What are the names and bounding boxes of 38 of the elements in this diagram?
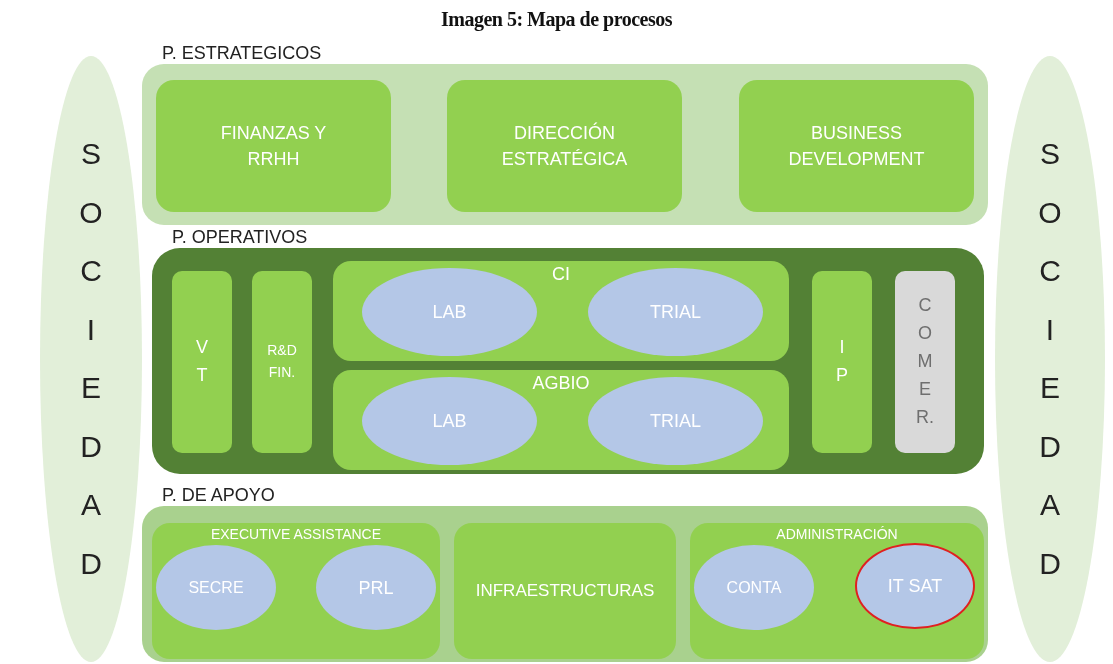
node-label: IT SAT — [886, 574, 944, 598]
node-label: INFRAESTRUCTURAS — [474, 579, 656, 602]
process-box — [454, 523, 676, 659]
node-label: DIRECCIÓN ESTRATÉGICA — [500, 121, 629, 171]
section-heading: P. DE APOYO — [162, 485, 275, 507]
process-box — [447, 80, 682, 212]
section-heading: P. ESTRATEGICOS — [162, 43, 322, 65]
node-label: FINANZAS Y RRHH — [219, 121, 328, 171]
diagram-title: Imagen 5: Mapa de procesos — [439, 8, 674, 31]
process-group — [333, 370, 789, 470]
node-label: LAB — [431, 300, 468, 324]
node-label: R&D FIN. — [267, 341, 297, 382]
node-label: EXECUTIVE ASSISTANCE — [209, 526, 383, 543]
process-group — [690, 523, 984, 659]
process-group — [333, 261, 789, 361]
section-heading: P. OPERATIVOS — [172, 227, 308, 249]
node-label: PRL — [357, 576, 395, 600]
node-label: BUSINESS DEVELOPMENT — [787, 121, 926, 171]
process-box — [739, 80, 974, 212]
node-label: TRIAL — [649, 409, 702, 433]
node-label: AGBIO — [531, 373, 591, 395]
node-label: ADMINISTRACIÓN — [775, 526, 899, 543]
process-group — [152, 523, 440, 659]
process-column — [252, 271, 312, 453]
node-label: CONTA — [725, 577, 783, 598]
node-label: C O M E R. — [916, 294, 934, 429]
node-label: S O C I E D A D — [79, 136, 103, 582]
node-label: V T — [196, 336, 208, 387]
node-label: I P — [836, 336, 848, 387]
node-label: TRIAL — [649, 300, 702, 324]
node-label: LAB — [431, 409, 468, 433]
process-box — [156, 80, 391, 212]
process-column — [172, 271, 232, 453]
node-label: CI — [551, 264, 571, 286]
node-label: SECRE — [187, 577, 245, 598]
node-label: S O C I E D A D — [1038, 136, 1062, 582]
process-column — [812, 271, 872, 453]
process-column — [895, 271, 955, 453]
